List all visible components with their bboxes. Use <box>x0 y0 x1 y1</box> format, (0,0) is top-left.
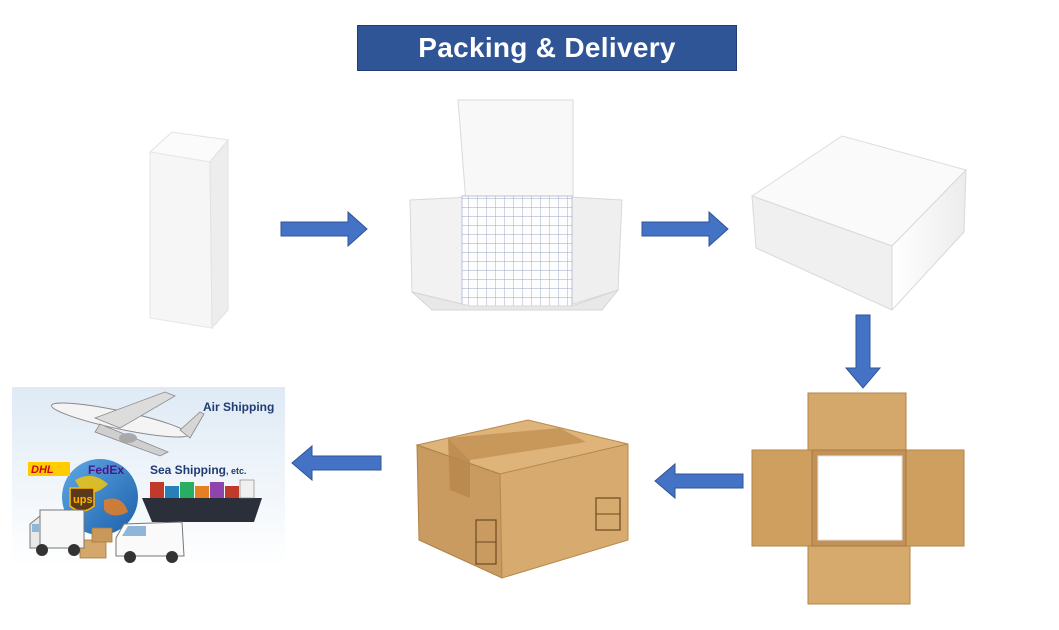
sea-shipping-label: Sea Shipping <box>150 463 226 477</box>
airplane-icon <box>51 391 205 457</box>
sea-shipping-suffix: , etc. <box>226 466 247 476</box>
arrow-right-2 <box>641 210 729 248</box>
sealed-shipping-cardboard-box <box>415 419 629 579</box>
closed-white-carton <box>750 135 967 312</box>
arrow-left-2 <box>291 444 382 482</box>
delivery-truck-icon <box>29 509 85 556</box>
ups-logo: ups <box>73 494 93 506</box>
delivery-van-icon <box>115 521 185 563</box>
arrow-right-1 <box>280 210 368 248</box>
cargo-ship-icon <box>142 479 262 522</box>
air-shipping-label: Air Shipping <box>203 400 274 414</box>
svg-text:Sea Shipping, etc.: Sea Shipping, etc. <box>150 463 247 477</box>
dhl-logo: DHL <box>31 464 54 476</box>
arrow-down-1 <box>844 314 882 389</box>
open-shipping-cardboard-box <box>751 392 965 605</box>
single-white-box <box>148 131 229 330</box>
title-banner: Packing & Delivery <box>357 25 737 71</box>
fedex-logo: FedEx <box>88 463 124 477</box>
delivery-methods-collage: Air Shipping Sea Shipping, etc. DHL FedE… <box>12 387 285 566</box>
page-title: Packing & Delivery <box>418 32 676 63</box>
open-carton-with-grid-divider <box>409 99 623 311</box>
arrow-left-1 <box>654 462 744 500</box>
